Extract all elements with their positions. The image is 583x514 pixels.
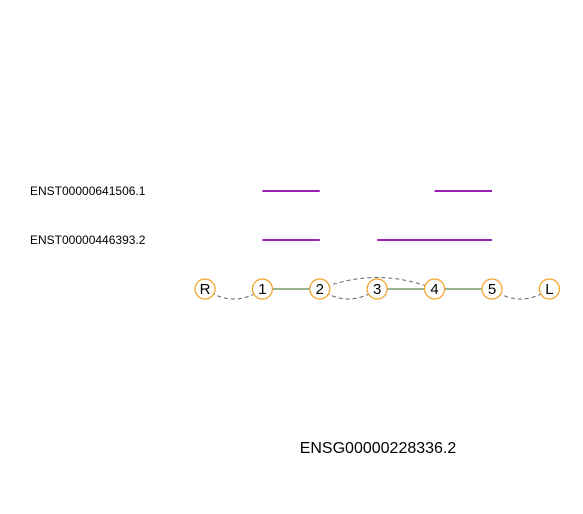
node-label: 3	[373, 281, 381, 298]
node-5: 5	[481, 278, 503, 300]
node-circle	[538, 278, 561, 300]
node-label: 2	[316, 281, 324, 298]
node-circle	[481, 278, 503, 300]
transcript-label: ENST00000641506.1	[30, 184, 146, 198]
dashed-edge-2-3	[319, 288, 378, 300]
node-label: 4	[430, 281, 438, 298]
node-R: R	[194, 278, 216, 300]
node-2: 2	[309, 278, 331, 300]
dashed-edge-R-1	[204, 288, 263, 300]
nodes-layer: R 1 2 3 4 5 L	[194, 278, 561, 300]
node-label: L	[545, 281, 553, 298]
node-1: 1	[251, 278, 273, 300]
dashed-edge-2-4	[319, 277, 435, 290]
dashed-edge-5-L	[491, 288, 550, 300]
transcript-segments-layer	[262, 190, 492, 241]
transcript-label: ENST00000446393.2	[30, 233, 146, 247]
node-label: 5	[488, 281, 496, 298]
node-circle	[194, 278, 216, 300]
node-3: 3	[366, 278, 388, 300]
node-circle	[366, 278, 388, 300]
node-4: 4	[424, 278, 446, 300]
node-circle	[309, 278, 331, 300]
gene-id-label: ENSG00000228336.2	[300, 440, 457, 457]
node-L: L	[538, 278, 561, 300]
node-label: 1	[258, 281, 266, 298]
node-label: R	[200, 281, 211, 298]
node-circle	[424, 278, 446, 300]
node-circle	[251, 278, 273, 300]
